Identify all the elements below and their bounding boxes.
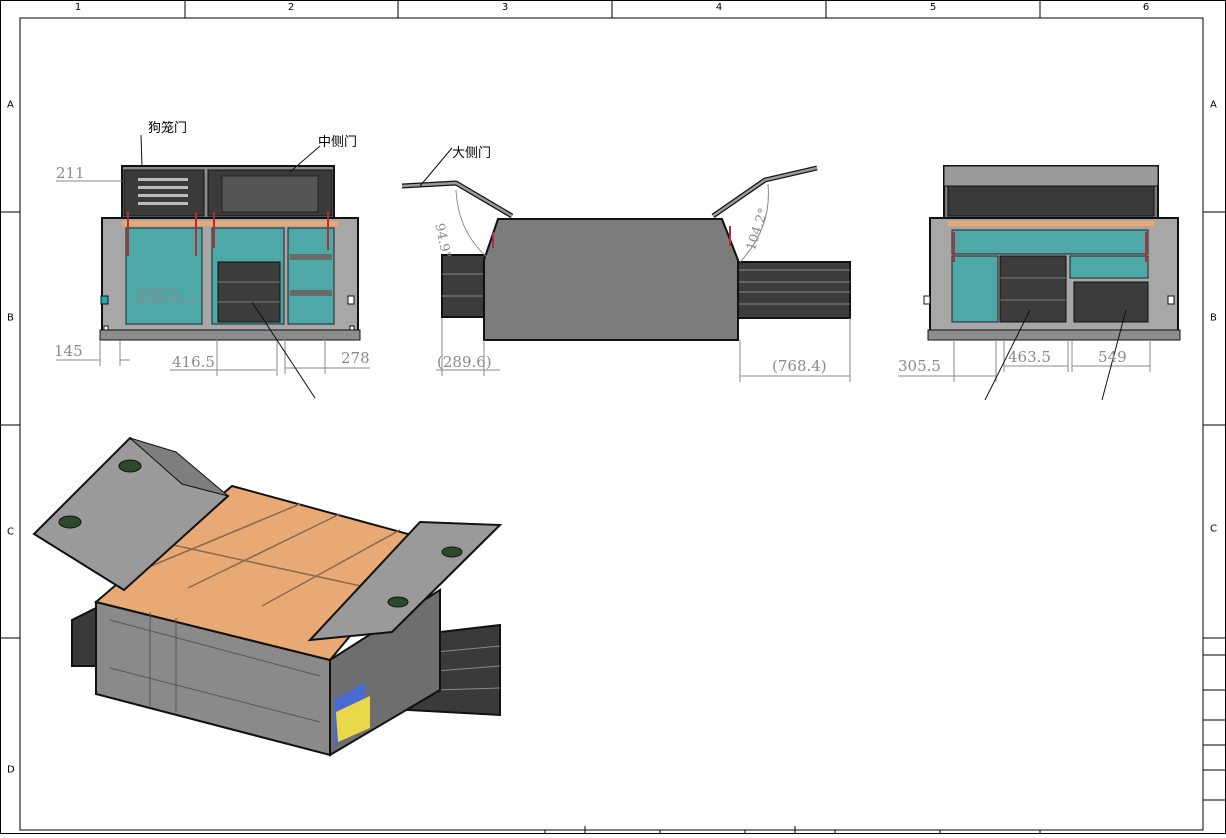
callout-large-side-door: 大侧门 (452, 146, 492, 161)
zone-row-a-right: A (1210, 99, 1217, 111)
rear-view (898, 165, 1181, 401)
front-view (56, 134, 370, 399)
dim-front-left-offset: 145 (54, 342, 83, 360)
title-block-stubs (544, 654, 1226, 834)
zone-row-b-left: B (7, 312, 14, 324)
zone-row-c-left: C (7, 526, 14, 538)
zone-row-b-right: B (1210, 312, 1217, 324)
zone-col-3: 3 (501, 2, 509, 13)
zone-col-5: 5 (929, 2, 937, 13)
dim-rear-mid-width: 463.5 (1008, 348, 1051, 366)
zone-dividers (0, 0, 1226, 639)
dim-front-cage-width: 480.5 (136, 285, 179, 303)
zone-row-c-right: C (1210, 523, 1217, 535)
isometric-view (32, 436, 503, 757)
dim-side-left-drawer: (289.6) (437, 353, 492, 371)
zone-col-6: 6 (1142, 2, 1150, 13)
dim-rear-right-width: 549 (1098, 348, 1127, 366)
dim-front-right-offset: 278 (341, 349, 370, 367)
callout-middle-side-door: 中侧门 (318, 135, 358, 150)
dim-side-right-drawer: (768.4) (772, 357, 827, 375)
zone-col-1: 1 (74, 2, 82, 13)
dim-front-drawer-width: 416.5 (172, 353, 215, 371)
zone-col-2: 2 (287, 2, 295, 13)
dim-front-top-offset: 211 (56, 164, 85, 182)
zone-row-a-left: A (7, 99, 14, 111)
side-view (401, 147, 851, 382)
zone-row-d-left: D (7, 764, 15, 776)
dim-rear-left-offset: 305.5 (898, 357, 941, 375)
zone-col-4: 4 (715, 2, 723, 13)
callout-dog-cage-door: 狗笼门 (148, 121, 188, 136)
